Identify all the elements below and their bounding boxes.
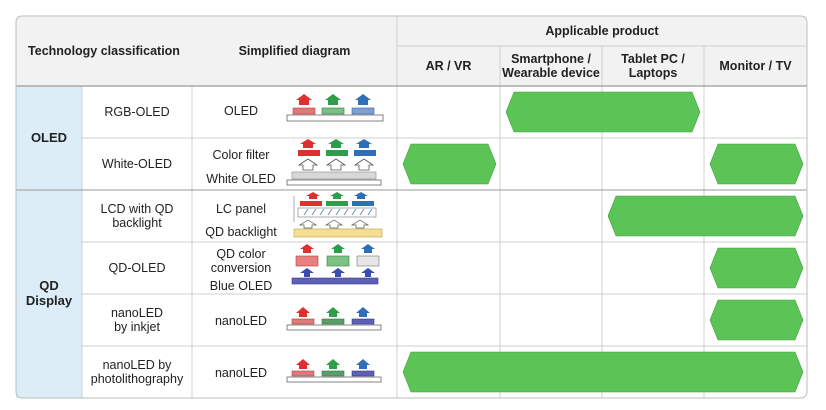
row-name-lcd-qd-backlight: LCD with QD backlight — [100, 201, 174, 230]
blue-filter — [352, 201, 374, 206]
red-arrow-icon — [300, 244, 314, 253]
white-arrow-icon — [297, 158, 319, 171]
white-arrow-icon — [325, 158, 347, 171]
applicability-bar — [709, 143, 804, 185]
diagram-label-blue-oled: Blue OLED — [209, 279, 273, 293]
red-arrow-icon — [300, 139, 316, 148]
white-arrow-icon — [298, 219, 318, 229]
substrate — [286, 376, 382, 383]
applicability-bar — [402, 351, 804, 393]
table-border — [15, 15, 808, 399]
green-qd — [326, 255, 350, 267]
green-filter — [326, 150, 348, 156]
substrate — [286, 324, 382, 331]
red-arrow-icon — [296, 307, 310, 317]
blue-arrow-icon — [300, 268, 314, 277]
green-arrow-icon — [330, 192, 344, 199]
diagram-label-oled: OLED — [223, 104, 259, 118]
rgb-oled-schematic — [286, 94, 384, 122]
row-name-rgb-oled: RGB-OLED — [104, 104, 170, 119]
red-arrow-icon — [296, 94, 312, 105]
green-arrow-icon — [326, 307, 340, 317]
green-subpixel — [321, 107, 345, 115]
substrate — [286, 179, 382, 186]
header-product-tablet: Tablet PC / Laptops — [621, 51, 685, 80]
applicability-bar — [607, 195, 804, 237]
blue-arrow-icon — [361, 268, 375, 277]
row-name-nanoled-photolithography: nanoLED by photolithography — [90, 357, 184, 386]
blue-filter — [354, 150, 376, 156]
applicability-bar — [505, 91, 701, 133]
blue-oled-layer — [291, 277, 379, 285]
diagram-label-lc-panel: LC panel — [215, 202, 267, 216]
white-arrow-icon — [350, 219, 370, 229]
nanoled-inkjet-schematic — [286, 307, 382, 331]
header-product-smartphone: Smartphone / Wearable device — [502, 51, 600, 80]
header-technology-classification: Technology classification — [28, 43, 180, 58]
diagram-label-nanoled-photolithography: nanoLED — [214, 366, 268, 380]
blue-arrow-icon — [354, 192, 368, 199]
blue-arrow-icon — [356, 359, 370, 369]
header-simplified-diagram: Simplified diagram — [238, 43, 351, 58]
category-oled: OLED — [30, 129, 68, 145]
blue-arrow-icon — [356, 139, 372, 148]
green-arrow-icon — [326, 359, 340, 369]
applicability-bar — [709, 299, 804, 341]
red-filter — [300, 201, 322, 206]
applicability-bars — [402, 91, 804, 393]
header-background — [16, 16, 807, 86]
blue-subpixel — [351, 107, 375, 115]
blue-arrow-icon — [355, 94, 371, 105]
row-name-white-oled: White-OLED — [101, 156, 173, 171]
category-qd-background — [16, 190, 82, 398]
header-applicable-product: Applicable product — [545, 23, 659, 38]
red-arrow-icon — [296, 359, 310, 369]
category-oled-background — [16, 86, 82, 190]
green-arrow-icon — [328, 139, 344, 148]
blue-arrow-icon — [331, 268, 345, 277]
green-arrow-icon — [325, 94, 341, 105]
row-name-qd-oled: QD-OLED — [108, 260, 166, 275]
header-product-monitor-tv: Monitor / TV — [719, 58, 792, 73]
white-arrow-icon — [353, 158, 375, 171]
diagram-label-nanoled-inkjet: nanoLED — [214, 314, 268, 328]
applicability-bar — [709, 247, 804, 289]
red-arrow-icon — [306, 192, 320, 199]
qd-oled-schematic — [291, 244, 380, 285]
qd-backlight-layer — [293, 228, 383, 238]
diagram-label-color-filter: Color filter — [212, 148, 270, 162]
category-qd-display: QD Display — [25, 278, 73, 308]
lcd-qd-schematic — [293, 192, 383, 238]
red-filter — [298, 150, 320, 156]
substrate — [286, 114, 384, 122]
white-oled-schematic — [286, 139, 382, 186]
header-product-ar-vr: AR / VR — [425, 58, 472, 73]
white-arrow-icon — [324, 219, 344, 229]
red-qd — [295, 255, 319, 267]
lc-layer — [297, 207, 377, 218]
green-arrow-icon — [331, 244, 345, 253]
red-subpixel — [292, 107, 316, 115]
diagram-label-white-oled: White OLED — [206, 172, 276, 186]
white-oled-layer — [291, 171, 377, 180]
nanoled-photolithography-schematic — [286, 359, 382, 383]
row-name-nanoled-inkjet: nanoLED by inkjet — [110, 305, 164, 334]
blue-arrow-icon — [361, 244, 375, 253]
clear-window — [356, 255, 380, 267]
applicability-bar — [402, 143, 497, 185]
diagram-label-qd-backlight: QD backlight — [205, 225, 277, 239]
blue-arrow-icon — [356, 307, 370, 317]
green-filter — [326, 201, 348, 206]
diagram-label-qd-color-conversion: QD color conversion — [210, 247, 272, 275]
